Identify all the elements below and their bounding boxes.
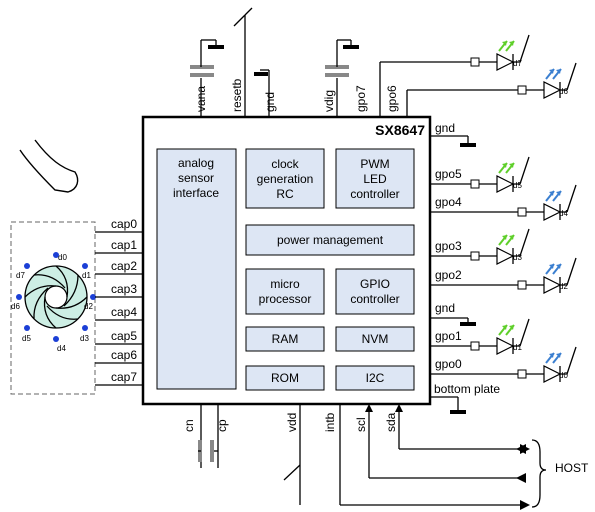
svg-text:controller: controller (350, 292, 399, 306)
host-brace (531, 439, 547, 508)
svg-text:d4: d4 (559, 209, 568, 218)
svg-text:I2C: I2C (366, 371, 385, 385)
svg-text:PWM: PWM (360, 157, 389, 171)
wheel-label-d1: d1 (82, 271, 91, 280)
top-pins: vana resetb gnd vdig gpo7 gpo6 (190, 7, 518, 117)
right-pins: gnd gpo5 gpo4 gpo3 gpo2 gnd gpo1 gpo0 bo… (430, 121, 518, 414)
svg-text:d0: d0 (559, 371, 568, 380)
pin-cap4: cap4 (111, 305, 137, 319)
pin-sda: sda (384, 412, 398, 432)
wheel-label-d3: d3 (80, 334, 89, 343)
block-analog-sensor-interface: analog sensor interface (156, 148, 237, 390)
pin-cap3: cap3 (111, 282, 137, 296)
wheel-label-d0: d0 (58, 253, 67, 262)
block-i2c: I2C (335, 365, 415, 391)
block-pwm-led-controller: PWM LED controller (335, 148, 415, 209)
svg-text:controller: controller (350, 187, 399, 201)
pin-vdd: vdd (285, 413, 299, 432)
pin-gpo6: gpo6 (385, 85, 399, 112)
led-d0: d0 (517, 346, 577, 383)
block-gpio-controller: GPIO controller (335, 268, 415, 315)
wheel-label-d5: d5 (22, 334, 31, 343)
pin-scl: scl (354, 417, 368, 432)
pin-gpo5: gpo5 (435, 167, 462, 181)
block-clock-generation: clock generation RC (245, 148, 325, 209)
svg-text:d3: d3 (513, 253, 522, 262)
svg-text:analog: analog (178, 156, 214, 170)
svg-text:d2: d2 (559, 282, 568, 291)
pin-gnd-right-2: gnd (435, 301, 455, 315)
pin-gpo1: gpo1 (435, 329, 462, 343)
pin-vana: vana (194, 86, 208, 112)
pin-gnd-top: gnd (263, 92, 277, 112)
block-rom: ROM (245, 365, 325, 391)
pin-cap2: cap2 (111, 259, 137, 273)
svg-text:d6: d6 (559, 87, 568, 96)
block-micro-processor: micro processor (245, 268, 325, 315)
svg-text:interface: interface (173, 186, 219, 200)
pin-cp: cp (215, 419, 229, 432)
touch-sensor-area (10, 221, 96, 395)
pin-vdig: vdig (322, 90, 336, 112)
svg-text:processor: processor (259, 292, 312, 306)
led-d7: d7 (470, 34, 530, 71)
svg-text:RC: RC (276, 187, 294, 201)
pin-gpo4: gpo4 (435, 195, 462, 209)
led-d3: d3 (470, 228, 530, 265)
led-d2: d2 (517, 257, 577, 294)
pin-gpo3: gpo3 (435, 239, 462, 253)
pin-cap7: cap7 (111, 370, 137, 384)
wheel-label-d6: d6 (11, 302, 20, 311)
svg-text:GPIO: GPIO (360, 277, 390, 291)
svg-text:sensor: sensor (178, 171, 214, 185)
host-label: HOST (555, 461, 589, 475)
pin-cap5: cap5 (111, 329, 137, 343)
block-power-management: power management (245, 224, 415, 256)
svg-text:clock: clock (271, 157, 299, 171)
pin-cap6: cap6 (111, 348, 137, 362)
svg-text:RAM: RAM (272, 332, 299, 346)
svg-text:micro: micro (270, 277, 300, 291)
block-nvm: NVM (335, 326, 415, 352)
svg-text:generation: generation (257, 172, 314, 186)
svg-text:LED: LED (363, 172, 387, 186)
svg-text:ROM: ROM (271, 371, 299, 385)
finger-icon (19, 139, 79, 193)
block-ram: RAM (245, 326, 325, 352)
pin-gpo0: gpo0 (435, 357, 462, 371)
pin-gpo2: gpo2 (435, 268, 462, 282)
led-d6: d6 (517, 62, 577, 99)
pin-resetb: resetb (230, 78, 244, 112)
svg-text:d1: d1 (513, 343, 522, 352)
pin-cap1: cap1 (111, 238, 137, 252)
capacitive-wheel: d0 d1 d2 d3 d4 d5 d6 d7 (11, 252, 96, 353)
chip-name: SX8647 (375, 122, 425, 138)
wheel-label-d7: d7 (16, 271, 25, 280)
left-pins: cap0 cap1 cap2 cap3 cap4 cap5 cap6 cap7 (95, 217, 143, 386)
pin-intb: intb (323, 412, 337, 432)
pin-bottom-plate: bottom plate (434, 382, 500, 396)
led-d5: d5 (470, 156, 530, 193)
pin-cn: cn (182, 419, 196, 432)
bottom-pins: cn cp vdd intb scl sda (182, 404, 530, 510)
wheel-label-d4: d4 (57, 344, 66, 353)
svg-text:d7: d7 (513, 59, 522, 68)
svg-text:power management: power management (277, 233, 384, 247)
led-d4: d4 (517, 184, 577, 221)
svg-text:NVM: NVM (362, 332, 389, 346)
wheel-label-d2: d2 (84, 302, 93, 311)
led-d1: d1 (470, 318, 530, 355)
pin-cap0: cap0 (111, 217, 137, 231)
svg-text:d5: d5 (513, 181, 522, 190)
pin-gnd-right-1: gnd (435, 121, 455, 135)
pin-gpo7: gpo7 (354, 85, 368, 112)
